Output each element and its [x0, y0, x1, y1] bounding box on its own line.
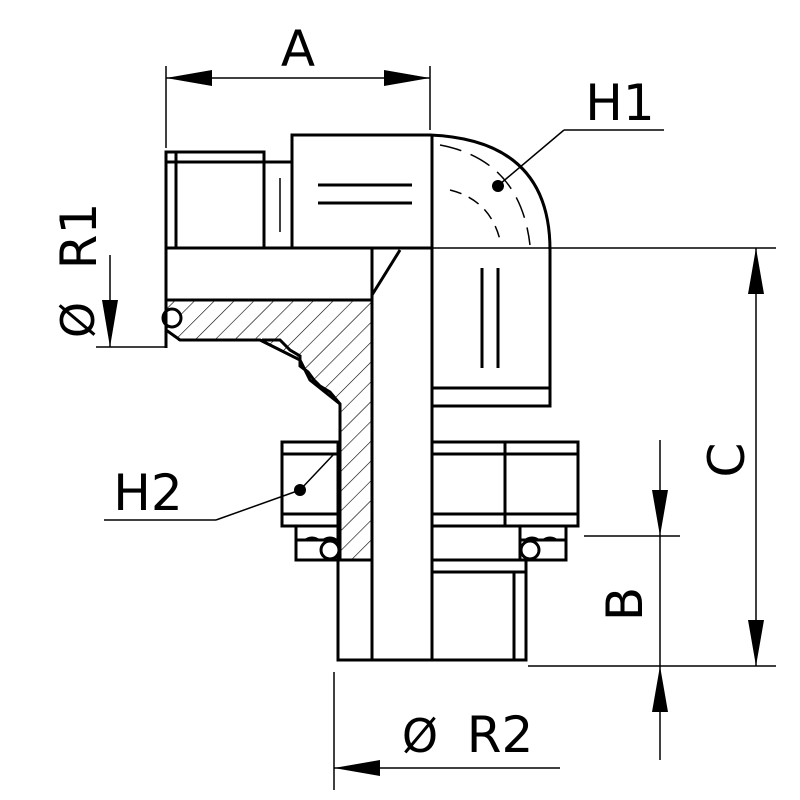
label-r2-diameter: Ø — [402, 709, 438, 763]
dimension-r2 — [333, 672, 560, 790]
h2-leader — [104, 453, 335, 521]
left-thread-end — [164, 150, 294, 250]
label-h2: H2 — [113, 464, 182, 522]
label-r1-diameter: Ø — [51, 302, 105, 338]
label-c: C — [698, 443, 756, 478]
label-b: B — [596, 587, 654, 621]
dimension-r1 — [96, 255, 166, 348]
label-r1: R1 — [50, 203, 108, 270]
label-a: A — [281, 20, 315, 78]
dimension-c — [528, 247, 776, 667]
h1-leader — [492, 129, 664, 192]
label-r2: R2 — [467, 706, 534, 764]
dimension-a — [165, 66, 431, 148]
dimension-b — [584, 440, 680, 760]
bottom-thread-end — [336, 558, 528, 662]
label-h1: H1 — [585, 74, 654, 132]
lock-nut — [280, 440, 580, 562]
